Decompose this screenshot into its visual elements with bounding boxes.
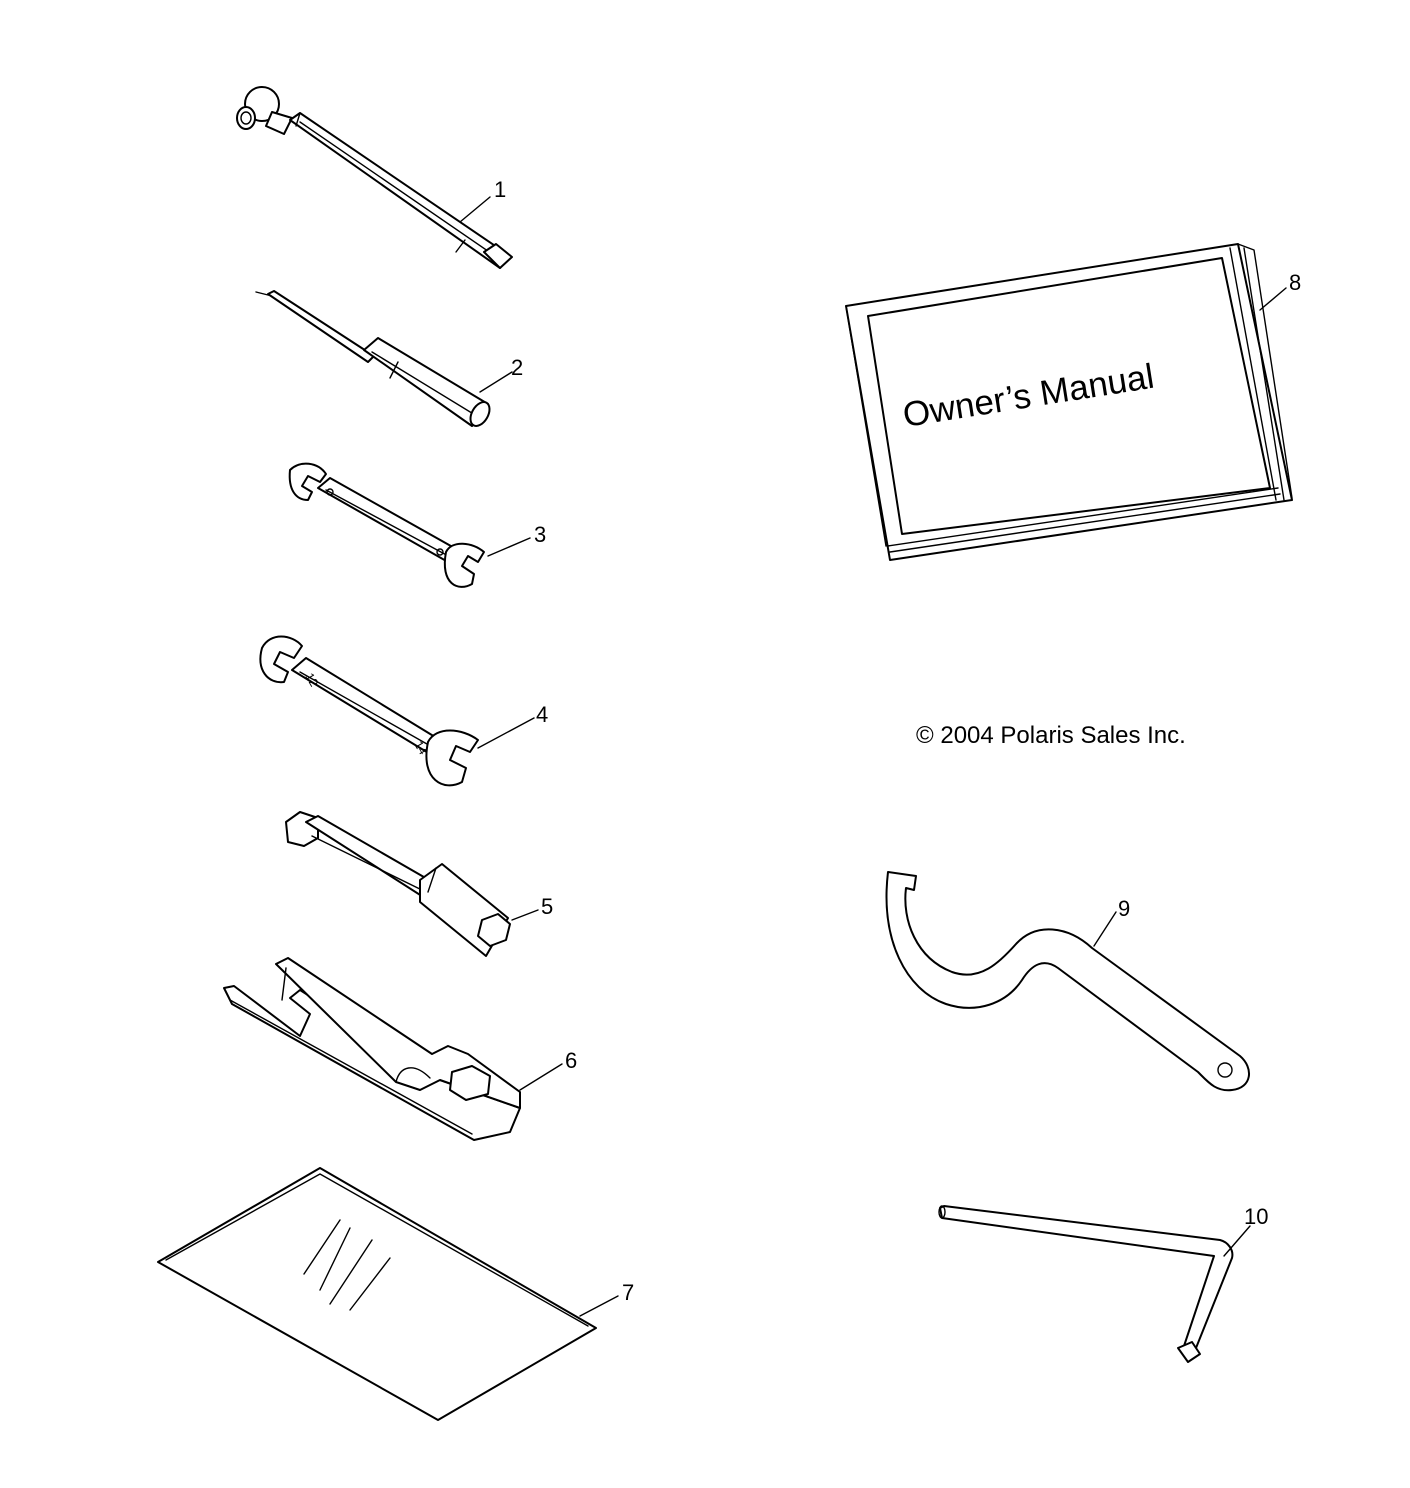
small-open-end-wrench-icon (288, 462, 485, 588)
screwdriver-icon (255, 290, 491, 427)
tire-pressure-gauge-icon (236, 86, 513, 269)
callout-5: 5 (541, 894, 553, 919)
svg-text:14: 14 (411, 739, 430, 758)
copyright-notice: © 2004 Polaris Sales Inc. (916, 722, 1186, 749)
svg-text:12: 12 (302, 671, 321, 690)
callout-10: 10 (1244, 1204, 1268, 1229)
callout-6: 6 (565, 1048, 577, 1073)
tool-pouch-icon (157, 1167, 597, 1421)
callout-1: 1 (494, 177, 506, 202)
owners-manual-icon: Owner’s Manual (845, 243, 1293, 561)
open-end-wrench-icon: 12 14 (259, 635, 479, 787)
callout-4: 4 (536, 702, 548, 727)
combination-tool-icon (223, 957, 521, 1141)
callout-2: 2 (511, 355, 523, 380)
callout-9: 9 (1118, 896, 1130, 921)
hex-key-icon (938, 1205, 1234, 1363)
spark-plug-socket-icon (285, 811, 511, 957)
spanner-wrench-icon (885, 871, 1250, 1092)
callout-7: 7 (622, 1280, 634, 1305)
callout-3: 3 (534, 522, 546, 547)
callout-8: 8 (1289, 270, 1301, 295)
